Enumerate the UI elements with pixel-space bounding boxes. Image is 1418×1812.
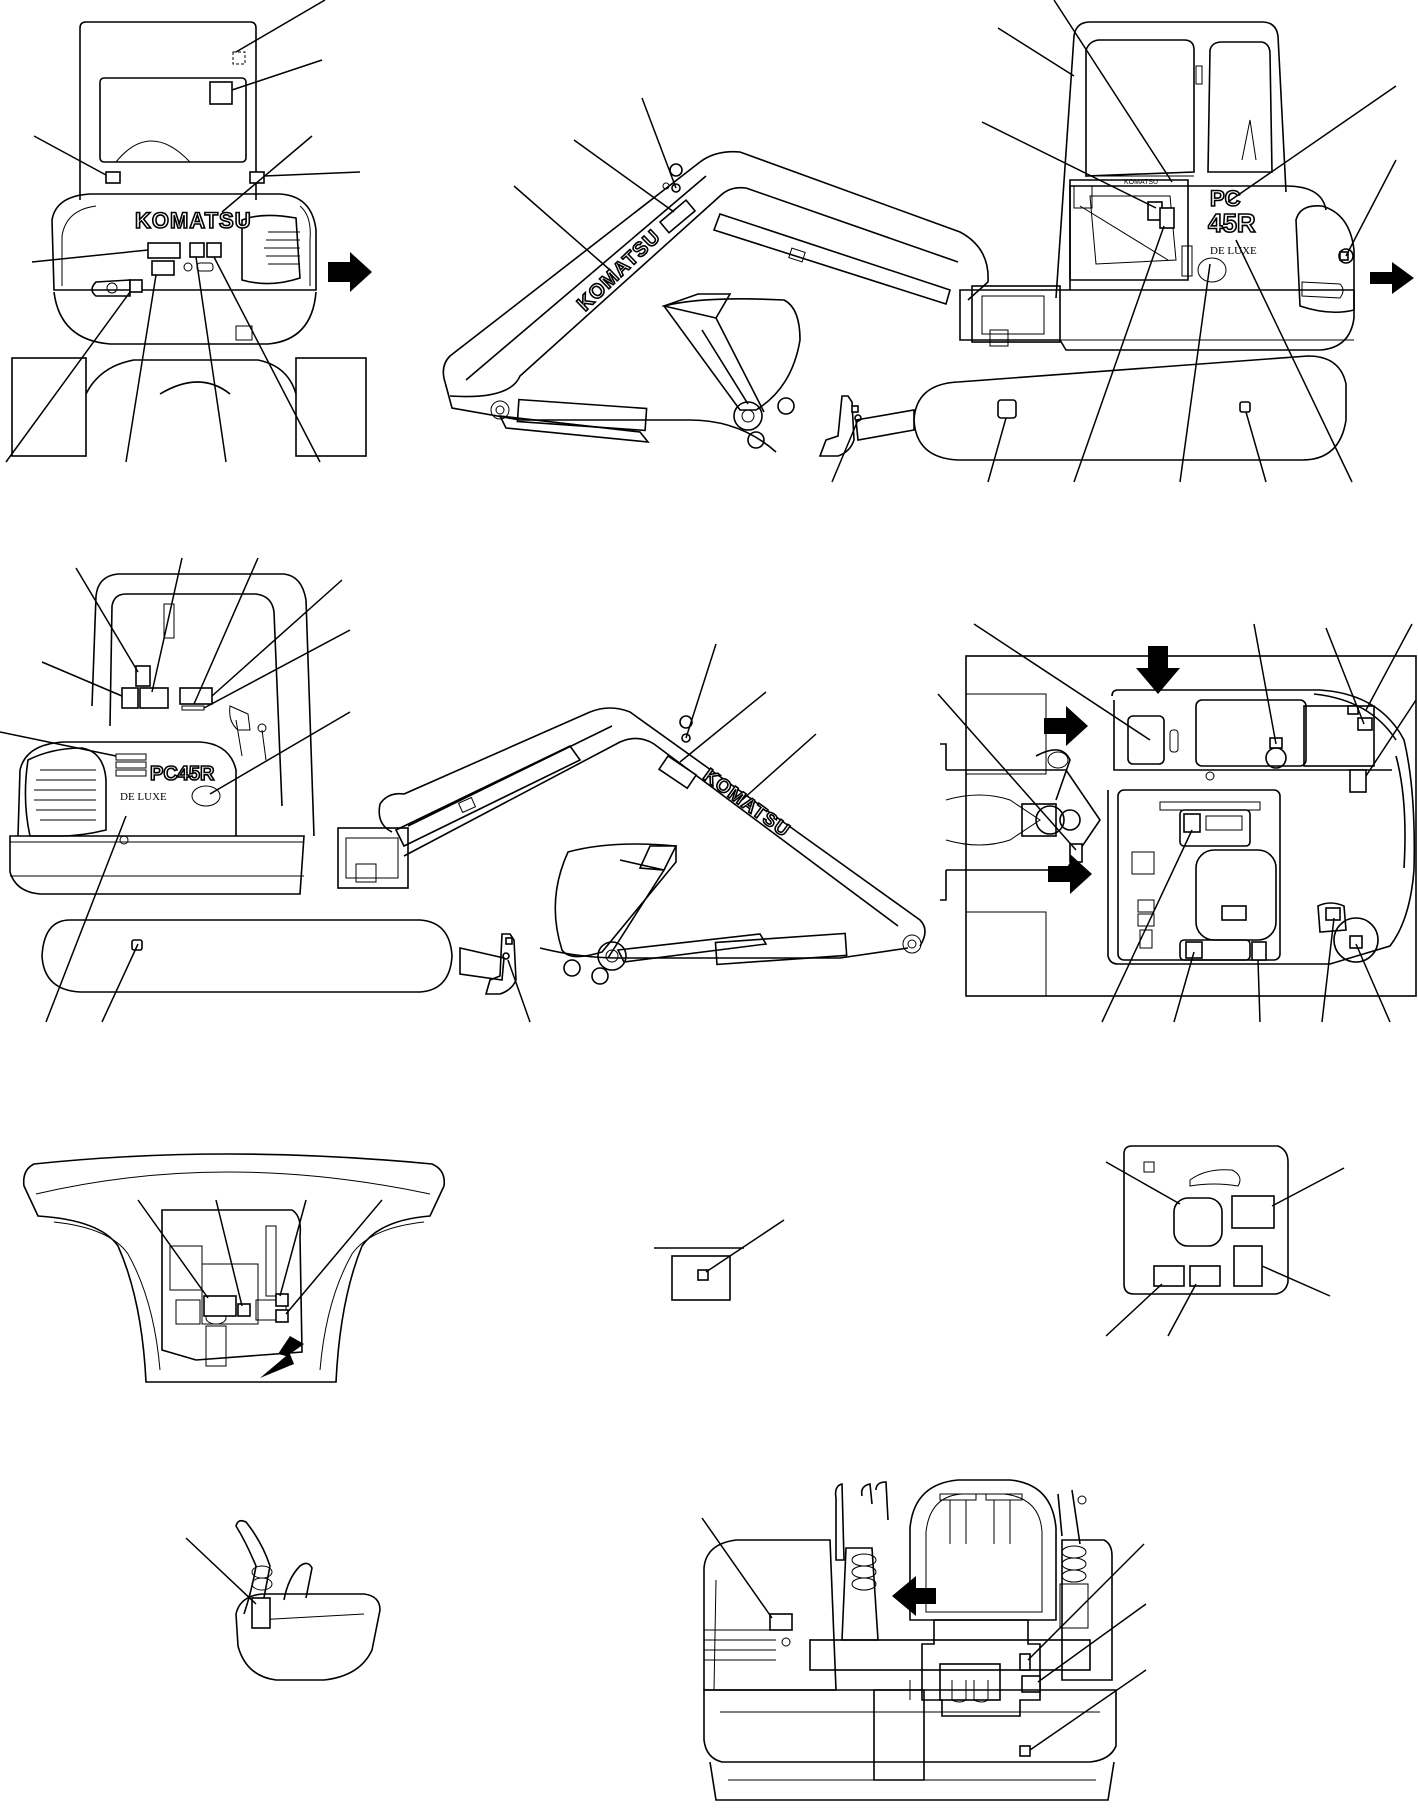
engine-decal-1 <box>203 1295 237 1317</box>
engine-decal-4 <box>275 1309 289 1323</box>
rear-center-decal-3 <box>189 242 205 258</box>
rear-lamp-decal <box>129 279 143 293</box>
seat-view-arrow <box>892 1576 936 1616</box>
brand-logo-rear: KOMATSU <box>135 208 252 233</box>
left-console-decal <box>769 1613 793 1631</box>
trim-decal-right: DE LUXE <box>120 791 167 803</box>
rear-lamp-decal-side <box>1339 251 1349 261</box>
cab-window-decal-2 <box>121 687 139 709</box>
view-direction-arrow-2 <box>1370 262 1414 294</box>
panel-decal-bottom-1 <box>1153 1265 1185 1287</box>
track-decal-large <box>997 399 1017 419</box>
rear-center-decal-1 <box>147 242 181 259</box>
top-arrow-right-1 <box>1044 706 1088 746</box>
brand-logo-cab-door: KOMATSU <box>1124 179 1158 186</box>
box-decal <box>697 1269 709 1281</box>
lever-detail-view <box>185 1519 381 1681</box>
top-radiator-decal <box>1127 715 1165 765</box>
model-decal-right: PC45R <box>150 763 215 785</box>
panel-view <box>1105 1145 1345 1337</box>
top-tank-decal <box>1349 935 1363 949</box>
top-right-decal-1 <box>1357 717 1373 731</box>
top-arrow-right-2 <box>1048 854 1092 894</box>
blade-decal-right <box>505 937 513 945</box>
top-seat-decal <box>1221 905 1247 921</box>
rear-left-decal <box>105 171 121 184</box>
top-lever-decal-front <box>1185 941 1203 959</box>
top-right-decal-2 <box>1347 705 1359 715</box>
blade-decal-1 <box>851 405 859 413</box>
rear-center-decal-2 <box>151 260 175 276</box>
right-floor-decal-2 <box>1021 1675 1041 1693</box>
trim-decal-side: DE LUXE <box>1210 245 1257 257</box>
brand-logo-boom-left: KOMATSU <box>573 226 665 316</box>
panel-decal-right-2 <box>1233 1245 1263 1287</box>
panel-decal-right-1 <box>1231 1195 1275 1229</box>
engine-decal-3 <box>275 1293 289 1307</box>
top-pedal-decal <box>1251 941 1267 961</box>
right-floor-decal-1 <box>1019 1653 1031 1671</box>
top-view <box>937 623 1417 1023</box>
operator-seat-view <box>701 1479 1147 1801</box>
view-direction-arrow <box>328 252 372 292</box>
engine-arrow <box>260 1336 304 1378</box>
base-decal <box>1019 1745 1031 1757</box>
top-arrow-down <box>1136 646 1180 694</box>
rear-view: KOMATSU <box>5 0 372 463</box>
cab-door-decal-2 <box>1159 207 1175 229</box>
small-box-view <box>654 1219 785 1301</box>
model-decal-bottom: 45R <box>1208 208 1256 238</box>
brand-logo-boom-right: KOMATSU <box>699 765 794 842</box>
top-tank-side-decal <box>1325 907 1341 921</box>
cab-window-decal-1 <box>135 665 151 687</box>
track-decal-small <box>1239 401 1251 413</box>
lever-decal <box>251 1597 271 1629</box>
rear-cab-window-decal <box>209 81 233 105</box>
top-right-decal-3 <box>1349 769 1367 793</box>
panel-decal-large <box>1173 1197 1223 1247</box>
boom-decal-right <box>657 754 698 790</box>
engine-compartment-view <box>22 1153 446 1383</box>
top-lever-decal-left <box>1183 813 1201 833</box>
cab-window-decal-3 <box>139 687 169 709</box>
engine-decal-2 <box>237 1303 251 1317</box>
rear-center-decal-4 <box>206 242 222 258</box>
left-side-view: KOMATSU PC 45R DE LUXE <box>442 0 1414 483</box>
right-side-view: PC45R DE LUXE KOMATSU <box>0 557 926 1023</box>
model-decal-top: PC <box>1210 186 1241 211</box>
panel-decal-bottom-2 <box>1189 1265 1221 1287</box>
cab-window-decal-4 <box>179 687 213 705</box>
